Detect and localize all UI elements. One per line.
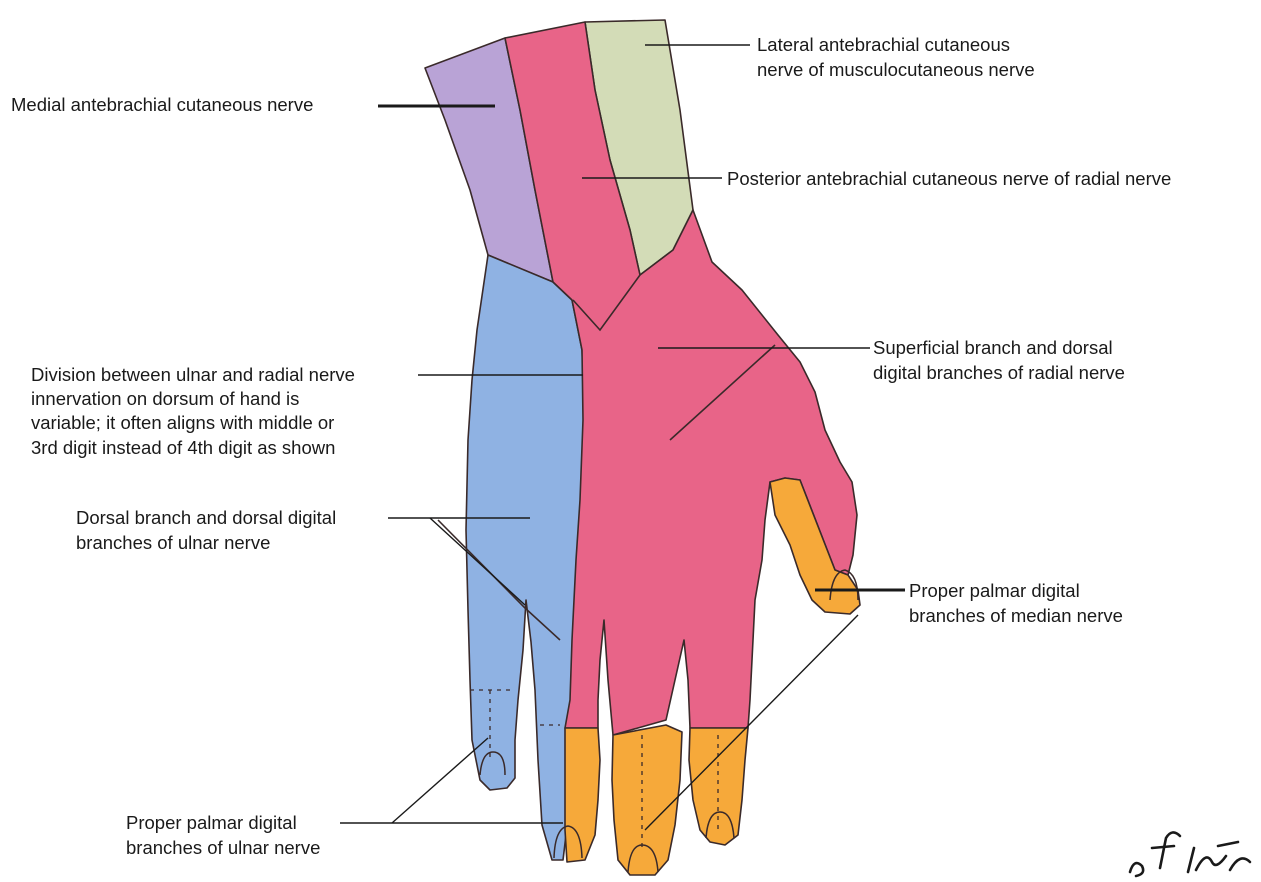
superficial-radial-label-line: digital branches of radial nerve <box>873 362 1125 383</box>
artist-signature-icon <box>1130 832 1250 876</box>
median-palmar-label-line: branches of median nerve <box>909 605 1123 626</box>
ulnar-palmar-leader-branch <box>392 738 488 823</box>
median-middle-region <box>612 725 682 875</box>
dorsal-ulnar-label-line: Dorsal branch and dorsal digital <box>76 507 336 528</box>
division-note-label: Division between ulnar and radial nerve … <box>31 364 360 458</box>
lateral-antebrachial-label-line: nerve of musculocutaneous nerve <box>757 59 1035 80</box>
dorsal-ulnar-label: Dorsal branch and dorsal digital branche… <box>76 507 341 553</box>
median-ring-region <box>565 728 600 862</box>
division-note-label-line: Division between ulnar and radial nerve <box>31 364 355 385</box>
ulnar-palmar-label-line: branches of ulnar nerve <box>126 837 320 858</box>
division-note-label-line: variable; it often aligns with middle or <box>31 412 334 433</box>
ulnar-palmar-label: Proper palmar digital branches of ulnar … <box>126 812 320 858</box>
medial-antebrachial-label-line: Medial antebrachial cutaneous nerve <box>11 94 313 115</box>
superficial-radial-label-line: Superficial branch and dorsal <box>873 337 1113 358</box>
posterior-antebrachial-label: Posterior antebrachial cutaneous nerve o… <box>727 168 1171 189</box>
division-note-label-line: 3rd digit instead of 4th digit as shown <box>31 437 335 458</box>
lateral-antebrachial-label: Lateral antebrachial cutaneous nerve of … <box>757 34 1035 80</box>
medial-antebrachial-label: Medial antebrachial cutaneous nerve <box>11 94 313 115</box>
superficial-radial-label: Superficial branch and dorsal digital br… <box>873 337 1125 383</box>
dorsal-ulnar-label-line: branches of ulnar nerve <box>76 532 270 553</box>
division-note-label-line: innervation on dorsum of hand is <box>31 388 299 409</box>
posterior-antebrachial-label-line: Posterior antebrachial cutaneous nerve o… <box>727 168 1171 189</box>
median-palmar-label: Proper palmar digital branches of median… <box>909 580 1123 626</box>
ulnar-palmar-label-line: Proper palmar digital <box>126 812 297 833</box>
median-palmar-label-line: Proper palmar digital <box>909 580 1080 601</box>
lateral-antebrachial-label-line: Lateral antebrachial cutaneous <box>757 34 1010 55</box>
